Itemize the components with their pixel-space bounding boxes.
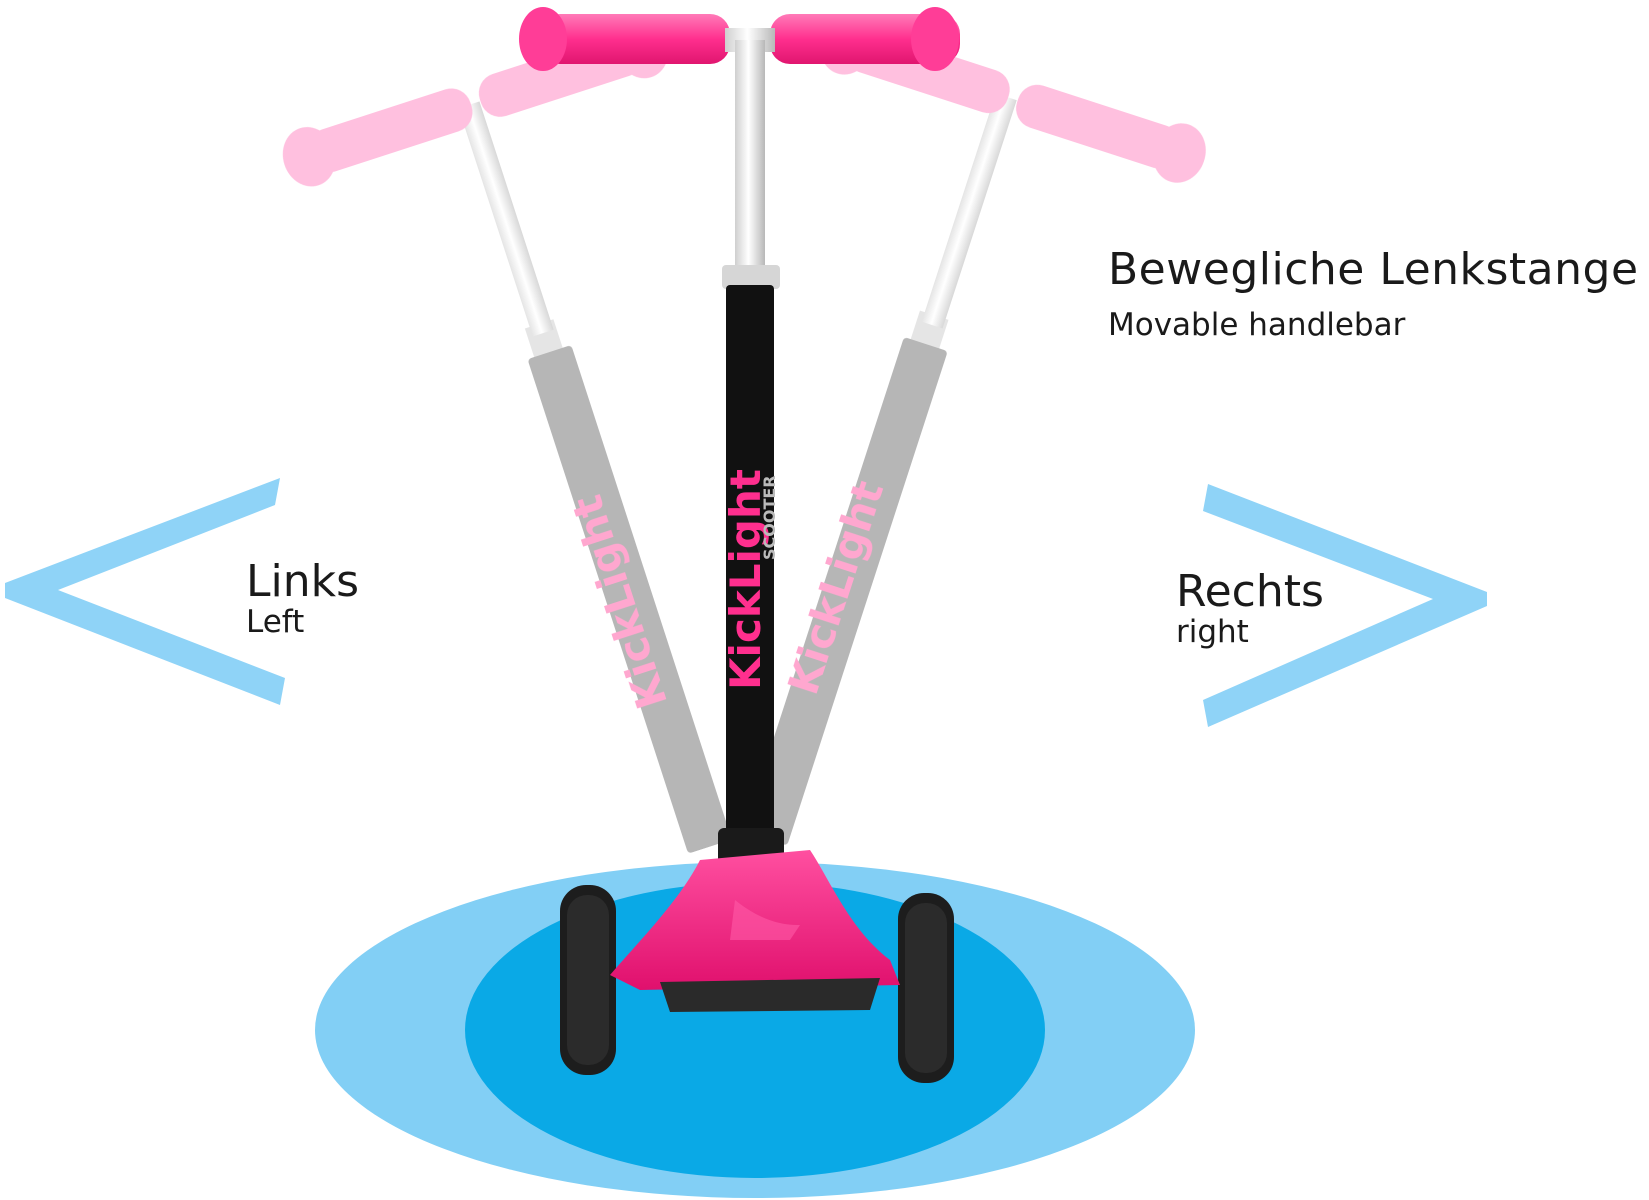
heading-german: Bewegliche Lenkstange [1108, 244, 1639, 295]
stem-black [726, 285, 774, 845]
svg-text:KickLight: KickLight [778, 475, 893, 700]
stem-brand-text: KickLight [721, 469, 770, 690]
right-label-english: right [1176, 614, 1249, 650]
handlebar-grip-right [770, 14, 960, 64]
handlebar-grip-left [540, 14, 730, 64]
svg-text:KickLight: KickLight [562, 489, 677, 714]
chevron-left-icon [5, 478, 285, 705]
scooter-main: KickLight SCOOTER [519, 7, 960, 1083]
left-label-german: Links [246, 556, 360, 607]
left-label-english: Left [246, 604, 305, 640]
heading-english: Movable handlebar [1108, 307, 1406, 343]
chevron-right-icon [1203, 484, 1487, 727]
stem-chrome [735, 40, 765, 280]
right-label-german: Rechts [1176, 566, 1324, 617]
svg-text:SCOOTER: SCOOTER [760, 475, 779, 560]
scooter-ghost-left: KickLight [282, 18, 731, 853]
